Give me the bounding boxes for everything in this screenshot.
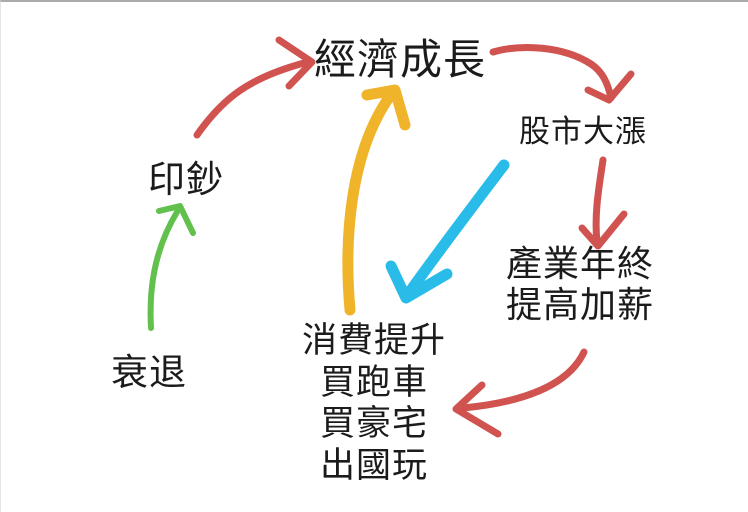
node-consumption-line2: 買跑車: [319, 362, 429, 402]
node-industry-bonus-line1: 產業年終: [506, 243, 655, 284]
node-economic-growth: 經濟成長: [313, 36, 487, 83]
arrowhead-print-money-to-growth: [275, 36, 316, 90]
node-industry-bonus-raise: 產業年終 提高加薪: [506, 243, 654, 326]
arrow-print-money-to-growth: [193, 59, 308, 139]
arrowhead-consumption-to-growth: [361, 84, 411, 131]
node-consumption-line4: 出國玩: [319, 445, 429, 485]
arrow-growth-to-stock-surge: [489, 44, 615, 102]
node-consumption-line3: 買豪宅: [319, 404, 429, 444]
node-consumption-line1: 消費提升: [301, 321, 447, 360]
arrow-consumption-to-growth: [342, 90, 396, 316]
arrowhead-stock-surge-to-consumption: [385, 260, 453, 304]
node-stock-market-surge: 股市大漲: [519, 114, 647, 149]
arrowhead-recession-to-print-money: [156, 203, 196, 236]
node-consumption-rise: 消費提升 買跑車 買豪宅 出國玩: [302, 320, 446, 487]
arrowhead-bonus-to-consumption: [452, 381, 502, 438]
node-recession: 衰退: [111, 352, 187, 393]
node-industry-bonus-line2: 提高加薪: [506, 284, 655, 326]
arrow-stock-surge-to-consumption: [405, 159, 510, 296]
arrowhead-stock-surge-to-bonus: [578, 210, 628, 250]
node-print-money: 印鈔: [148, 159, 224, 200]
arrow-recession-to-print-money: [147, 209, 180, 331]
arrowhead-growth-to-stock-surge: [584, 70, 635, 104]
arrow-bonus-to-consumption: [459, 348, 588, 412]
arrow-stock-surge-to-bonus: [592, 156, 607, 246]
